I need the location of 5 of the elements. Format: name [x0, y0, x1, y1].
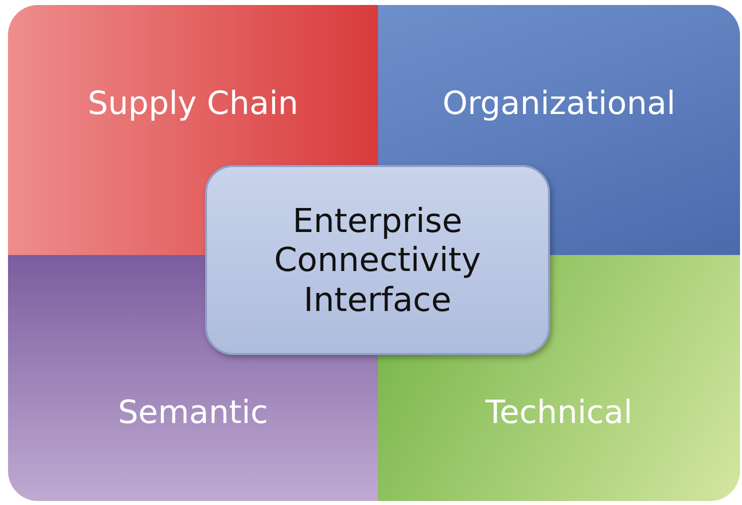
- center-box: Enterprise Connectivity Interface: [205, 165, 550, 355]
- quadrant-label: Semantic: [118, 392, 268, 432]
- quadrant-label: Technical: [486, 392, 632, 432]
- quadrant-label: Organizational: [442, 84, 676, 122]
- quadrant-label: Supply Chain: [88, 84, 298, 122]
